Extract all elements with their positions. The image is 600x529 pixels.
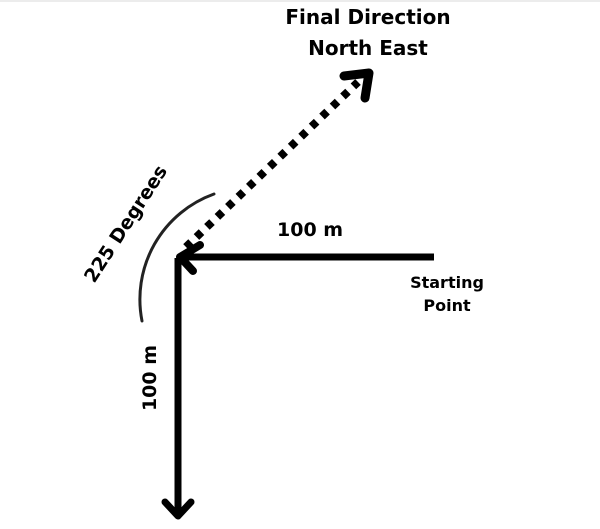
- vertical-distance-label: 100 m: [139, 344, 161, 412]
- title-line-1: Final Direction: [285, 5, 451, 29]
- north-east-arrowhead-icon: [339, 68, 374, 103]
- final-direction-title: Final Direction North East: [230, 2, 506, 64]
- south-arrowhead-icon: [161, 498, 195, 520]
- angle-arc: [138, 192, 216, 323]
- final-direction-dotted-line: [183, 79, 361, 250]
- start-line-1: Starting: [410, 273, 484, 292]
- west-arrowhead-icon: [176, 241, 204, 275]
- starting-point-label: Starting Point: [395, 271, 499, 317]
- start-line-2: Point: [423, 296, 471, 315]
- title-line-2: North East: [308, 36, 428, 60]
- top-border: [0, 0, 600, 2]
- horizontal-distance-label: 100 m: [277, 219, 344, 241]
